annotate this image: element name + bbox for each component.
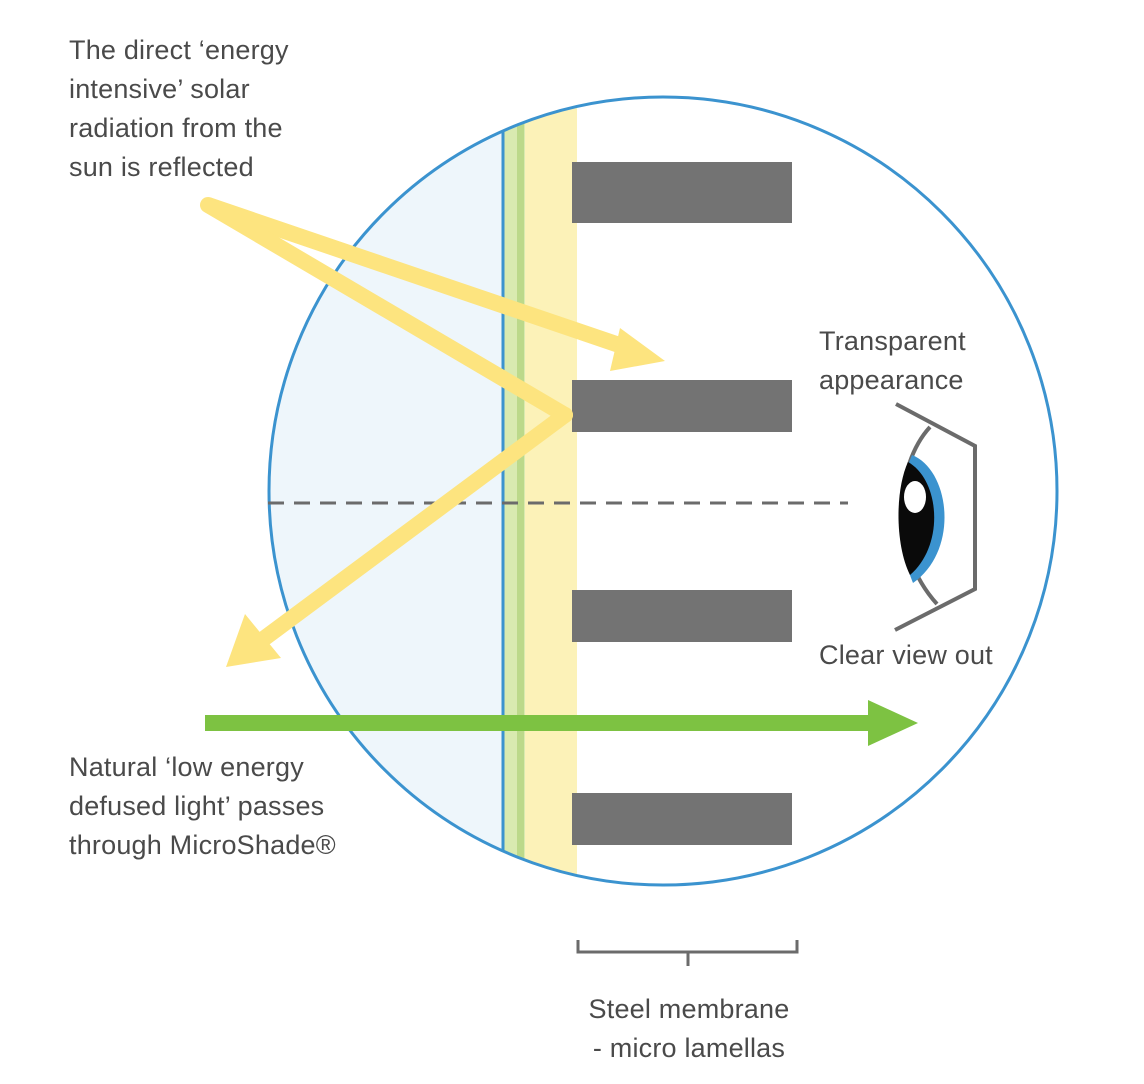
lamella	[572, 380, 792, 432]
arrowhead	[226, 614, 281, 667]
micro-lamellas	[572, 162, 792, 845]
reflected-radiation-arrows	[200, 197, 665, 667]
clear-view-label: Clear view out	[819, 640, 993, 670]
magnifier-circle	[267, 95, 1059, 887]
lamella	[572, 162, 792, 223]
reflected-ray	[250, 407, 573, 651]
solar-reflected-label: The direct ‘energy intensive’ solar radi…	[69, 35, 289, 182]
lamella	[572, 793, 792, 845]
eye-icon	[894, 402, 977, 632]
incoming-ray	[200, 197, 573, 423]
natural-light-arrow	[205, 700, 918, 746]
transparent-appearance-label: Transparent appearance	[819, 326, 966, 395]
arrowhead	[610, 328, 665, 371]
arrowhead	[868, 700, 918, 746]
incoming-ray	[205, 197, 628, 355]
lamella-bracket	[576, 940, 799, 966]
membrane-green-line	[517, 97, 524, 885]
steel-membrane-label: Steel membrane - micro lamellas	[588, 994, 790, 1063]
lamella	[572, 590, 792, 642]
natural-light-label: Natural ‘low energy defused light’ passe…	[69, 752, 336, 860]
